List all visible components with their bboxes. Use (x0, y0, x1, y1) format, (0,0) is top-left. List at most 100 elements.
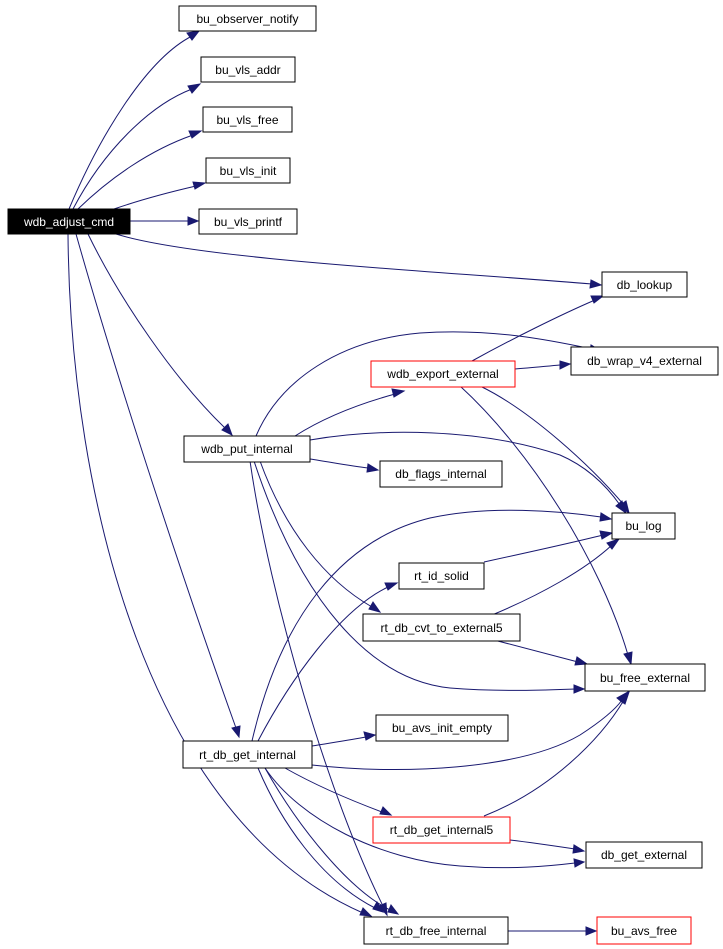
arrowhead (378, 902, 388, 917)
node-bu-avs-free[interactable]: bu_avs_free (596, 916, 692, 945)
edge-id-solid-to-bu-log (483, 534, 604, 563)
edge-get5-to-free-external (483, 699, 625, 817)
node-bu-vls-init[interactable]: bu_vls_init (205, 157, 291, 184)
arrowhead (186, 30, 201, 41)
node-label: db_get_external (601, 848, 687, 862)
edge-get-to-free-internal (257, 767, 376, 909)
node-label: bu_free_external (600, 671, 690, 685)
arrowhead (574, 656, 589, 666)
node-label: rt_id_solid (414, 569, 469, 583)
arrowhead (606, 538, 621, 550)
edge-adjust-to-get-internal (75, 233, 237, 729)
node-wdb-export-external[interactable]: wdb_export_external (370, 360, 516, 388)
edge-export-to-db-lookup (471, 299, 596, 362)
arrowhead (599, 530, 614, 540)
node-bu-vls-printf[interactable]: bu_vls_printf (198, 208, 298, 235)
node-rt-db-cvt-to-external5[interactable]: rt_db_cvt_to_external5 (362, 613, 521, 642)
function-nodes: wdb_adjust_cmd bu_observer_notify bu_vls… (7, 5, 719, 945)
edge-get-to-get-internal5 (284, 767, 383, 813)
node-label: bu_vls_printf (214, 215, 283, 229)
node-db-wrap-v4-external[interactable]: db_wrap_v4_external (570, 346, 719, 376)
node-label: bu_observer_notify (196, 12, 298, 26)
edge-cvt-to-bu-log (491, 544, 613, 616)
node-db-lookup[interactable]: db_lookup (601, 271, 688, 298)
edge-put-to-free-internal (249, 460, 384, 907)
arrowhead (379, 806, 393, 816)
arrowhead (384, 582, 399, 591)
edge-adjust-to-vls-addr (72, 88, 193, 210)
arrowhead (187, 216, 200, 226)
arrowhead (589, 279, 603, 289)
edge-export-to-wrap (514, 364, 561, 370)
node-label: db_flags_internal (395, 467, 486, 481)
arrowhead (573, 858, 586, 868)
arrowhead (599, 512, 613, 522)
arrowhead (387, 904, 400, 915)
edge-get-to-get-external (264, 767, 576, 869)
arrowhead (231, 725, 241, 739)
node-label: wdb_put_internal (200, 442, 292, 456)
edge-put-to-bu-log (309, 431, 621, 506)
node-rt-db-free-internal[interactable]: rt_db_free_internal (363, 916, 509, 945)
node-bu-avs-init-empty[interactable]: bu_avs_init_empty (375, 714, 509, 742)
arrowhead (188, 130, 203, 139)
arrowhead (590, 295, 605, 304)
node-wdb-put-internal[interactable]: wdb_put_internal (183, 435, 311, 463)
edge-get-to-free-internal-2 (264, 767, 391, 911)
edge-get-to-id-solid (257, 586, 389, 742)
node-label: bu_log (625, 519, 661, 533)
node-label: wdb_adjust_cmd (23, 215, 114, 229)
node-label: bu_vls_init (220, 164, 277, 178)
edge-put-to-export (294, 393, 396, 437)
node-db-get-external[interactable]: db_get_external (585, 841, 703, 869)
arrowhead (187, 83, 202, 94)
node-label: db_lookup (617, 278, 673, 292)
edge-adjust-to-vls-init (113, 185, 197, 210)
arrowhead (366, 463, 380, 473)
arrowhead (572, 844, 586, 854)
edge-put-to-free-external (253, 460, 576, 691)
node-label: wdb_export_external (386, 367, 498, 381)
node-rt-id-solid[interactable]: rt_id_solid (398, 562, 485, 590)
arrowhead (363, 731, 377, 741)
arrowhead (559, 360, 572, 370)
call-edges (67, 30, 633, 936)
edge-get-to-free-external (311, 699, 623, 771)
node-bu-free-external[interactable]: bu_free_external (584, 663, 706, 692)
edge-get-to-bu-log (251, 509, 602, 742)
arrowhead (618, 690, 630, 705)
edge-adjust-to-db-lookup (115, 233, 593, 285)
arrowhead (192, 181, 207, 190)
edge-export-to-bu-log (479, 385, 625, 506)
node-rt-db-get-internal5[interactable]: rt_db_get_internal5 (372, 816, 511, 844)
arrowhead (368, 601, 382, 613)
node-label: bu_avs_init_empty (392, 721, 492, 735)
arrowhead (585, 926, 598, 936)
node-wdb-adjust-cmd[interactable]: wdb_adjust_cmd (7, 208, 131, 235)
arrowhead (573, 684, 586, 694)
edge-get-to-avs-init (311, 736, 367, 747)
edge-adjust-to-observer-notify (68, 35, 193, 210)
node-label: rt_db_free_internal (386, 924, 487, 938)
node-label: bu_vls_addr (215, 63, 280, 77)
arrowhead (615, 500, 627, 515)
edge-export-to-free-external (459, 385, 629, 656)
arrowhead (391, 388, 406, 398)
node-rt-db-get-internal[interactable]: rt_db_get_internal (182, 740, 313, 769)
node-label: db_wrap_v4_external (587, 354, 702, 368)
node-label: rt_db_get_internal (199, 748, 296, 762)
node-label: rt_db_get_internal5 (390, 823, 494, 837)
arrowhead (372, 901, 385, 913)
edge-get5-to-get-external (509, 839, 576, 850)
arrowhead (221, 423, 233, 437)
edge-put-to-cvt (259, 460, 373, 608)
arrowhead (623, 651, 633, 666)
node-bu-vls-addr[interactable]: bu_vls_addr (200, 56, 296, 83)
edge-adjust-to-free-internal (67, 233, 364, 914)
edge-adjust-to-put-internal (87, 233, 226, 429)
node-bu-vls-free[interactable]: bu_vls_free (202, 106, 293, 133)
node-bu-observer-notify[interactable]: bu_observer_notify (178, 5, 317, 32)
node-bu-log[interactable]: bu_log (611, 512, 676, 540)
node-db-flags-internal[interactable]: db_flags_internal (379, 460, 503, 488)
